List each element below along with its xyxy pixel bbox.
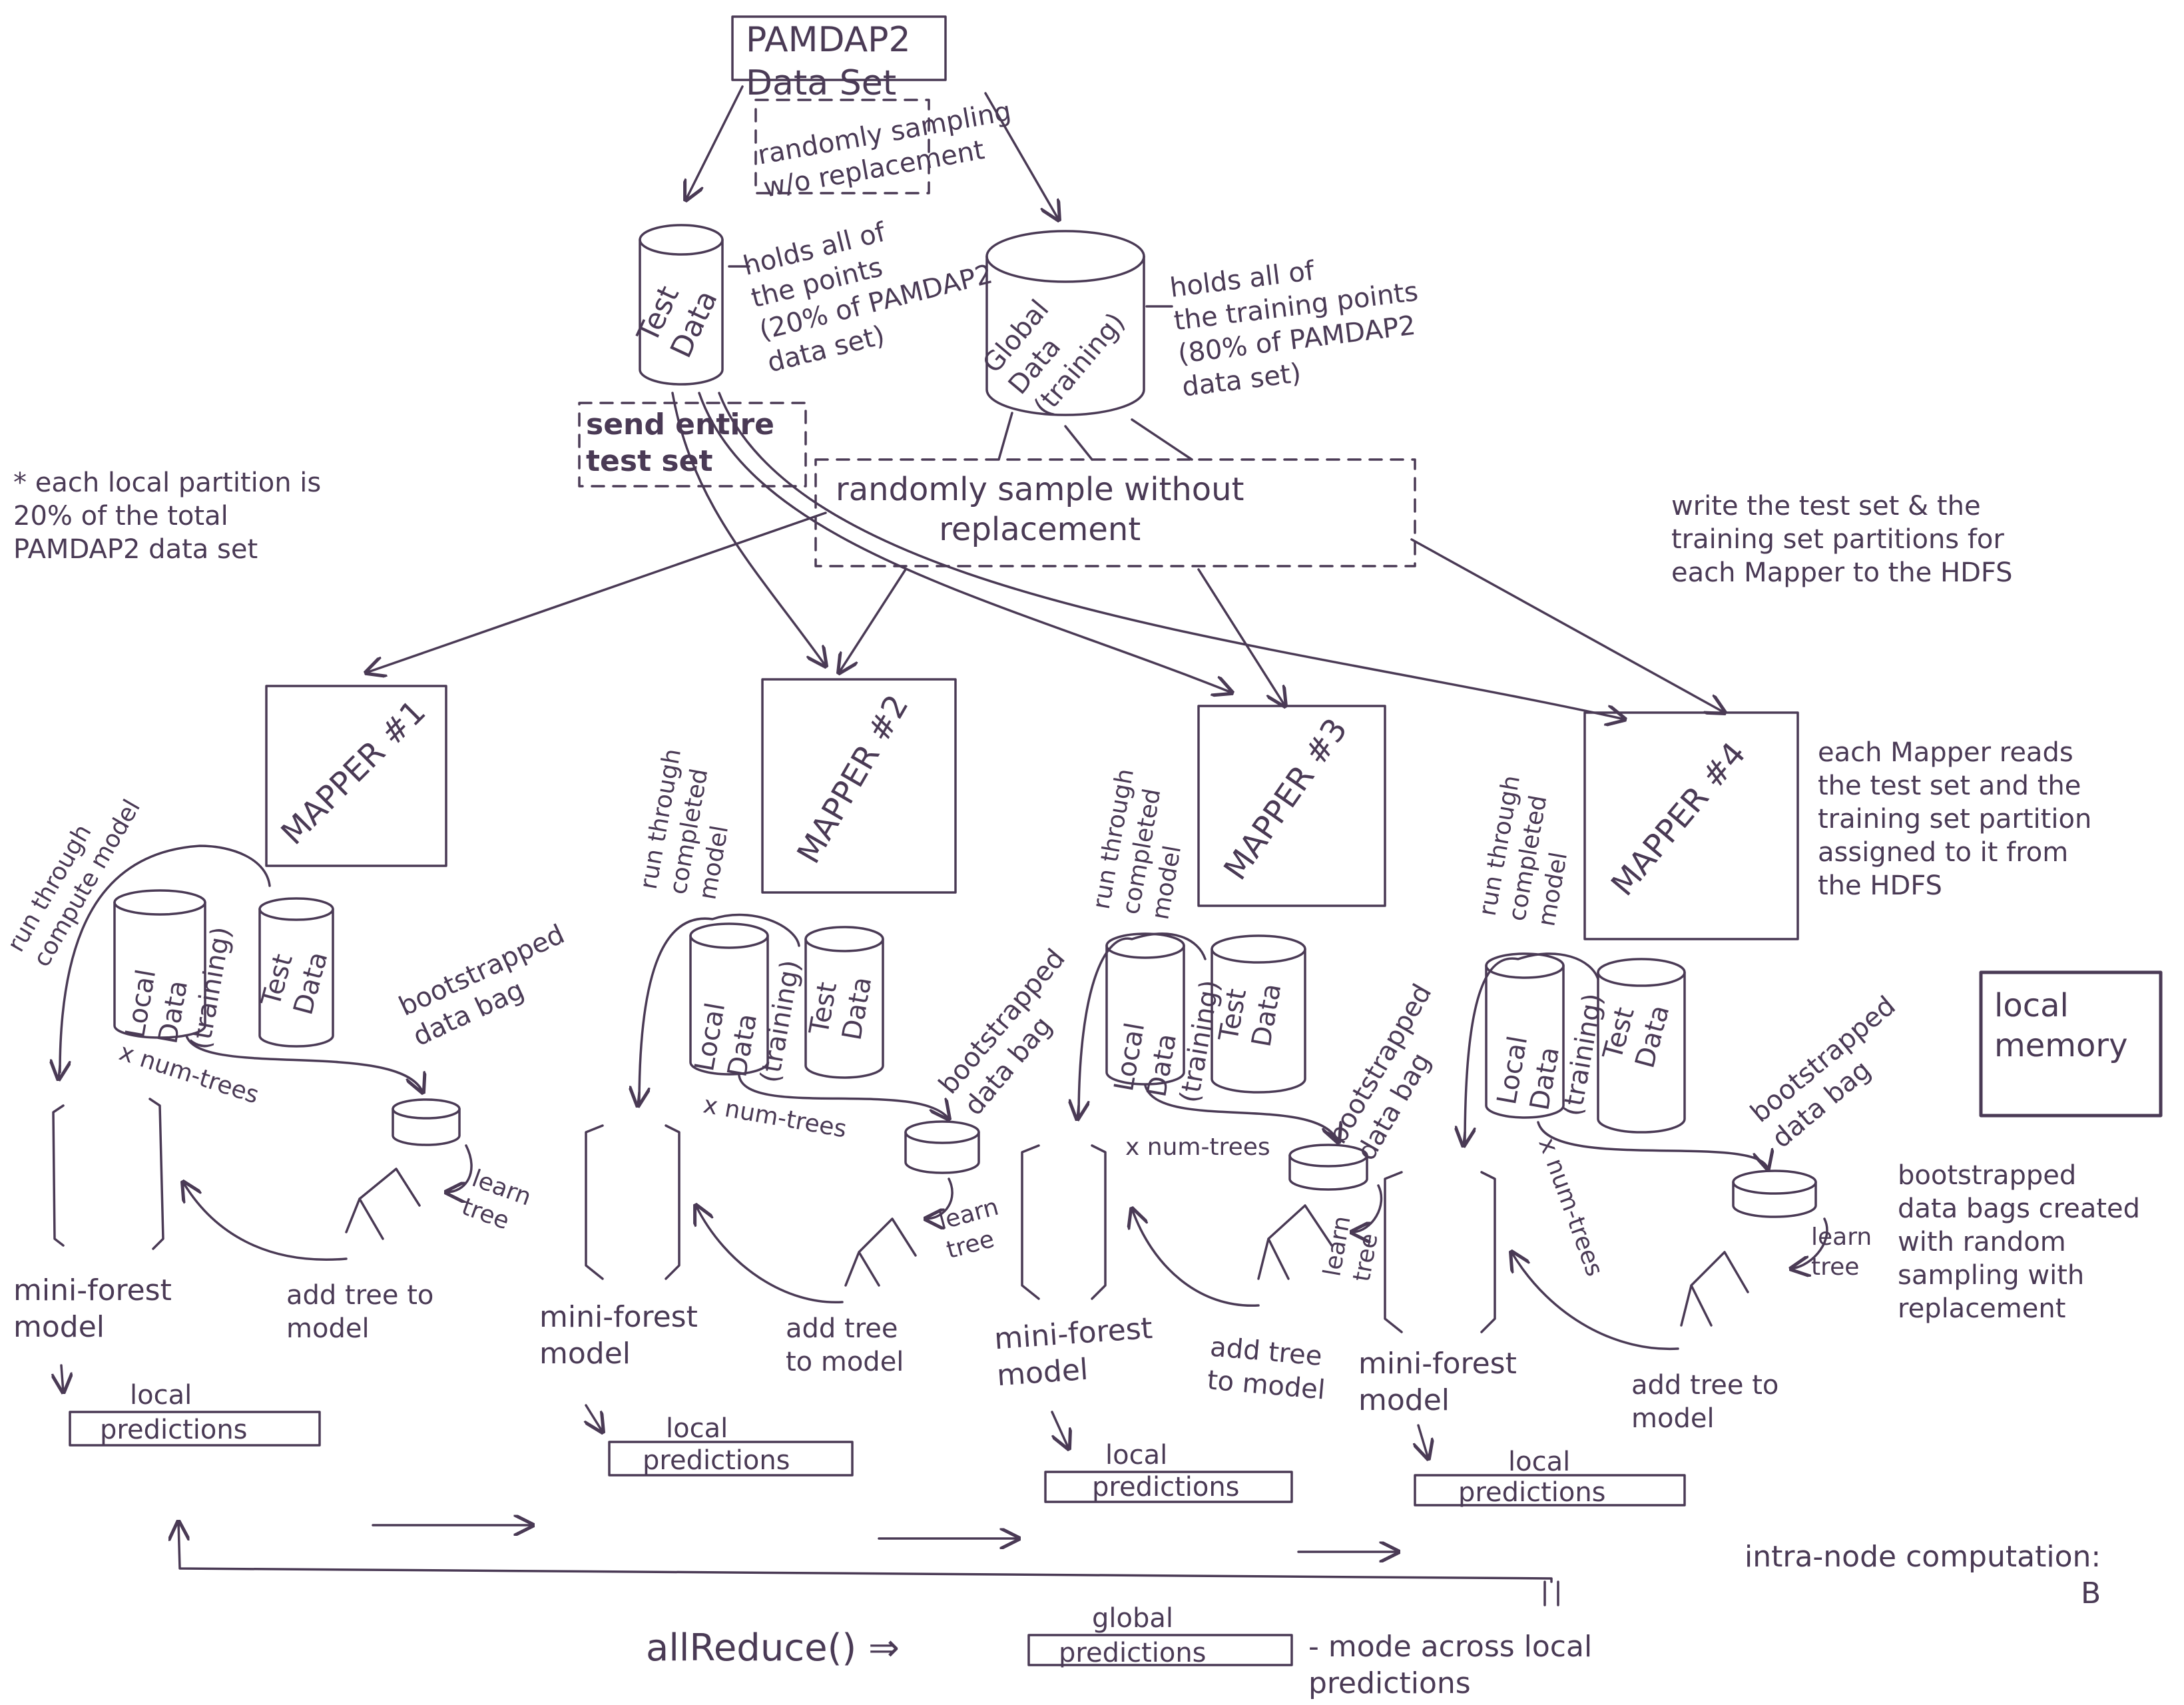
mapper-3-local-label: Local Data (training) xyxy=(1109,978,1227,1106)
mapper-4-preds-label: local xyxy=(1508,1447,1571,1477)
global-label: global xyxy=(1092,1603,1173,1634)
mapper-2-test-label: Test Data xyxy=(804,974,878,1043)
partition-note: * each local partition is 20% of the tot… xyxy=(13,468,322,565)
allreduce-loop xyxy=(178,1522,1553,1583)
mapper-4-local-cylinder xyxy=(1485,952,1565,1119)
mapper-4-preds-box: predictions xyxy=(1458,1477,1606,1508)
mapper-3-box xyxy=(1197,705,1386,907)
mapper-read-note: each Mapper reads the test set and the t… xyxy=(1818,737,2092,901)
mapper-2-add: add tree to model xyxy=(786,1313,904,1377)
mapper-1-test-cylinder xyxy=(258,897,334,1048)
mapper-2-local-cylinder xyxy=(689,922,769,1076)
mapper-4-test-cylinder xyxy=(1597,958,1686,1134)
allreduce-label: allReduce() ⇒ xyxy=(646,1626,900,1670)
mapper-1-box xyxy=(265,685,447,867)
mapper-3-add: add tree to model xyxy=(1206,1331,1326,1406)
mode-note: - mode across local predictions xyxy=(1308,1630,1593,1700)
local-memory-box xyxy=(1979,970,2163,1118)
mapper-1-bag xyxy=(392,1098,461,1146)
mapper-3-test-label: Test Data xyxy=(1213,981,1288,1050)
mapper-2-test-cylinder xyxy=(804,926,884,1079)
test-to-mapper4-arrow xyxy=(718,392,1625,719)
sample-to-mapper1-arrow xyxy=(366,512,827,673)
mapper-4-predictions-box xyxy=(1414,1474,1686,1507)
mapper-2-predictions-box xyxy=(608,1441,854,1477)
mapper-1-forest: mini-forest model xyxy=(13,1273,172,1344)
mapper-2-box xyxy=(761,678,957,894)
mapper-1-predictions-box xyxy=(69,1411,321,1447)
mapper-3-local-cylinder xyxy=(1105,932,1185,1086)
bag-legend-note: bootstrapped data bags created with rand… xyxy=(1898,1160,2141,1324)
mapper-4-bag xyxy=(1732,1170,1817,1218)
dataset-title: PAMDAP2 Data Set xyxy=(746,20,911,103)
split-note-box xyxy=(754,99,930,194)
mapper-3-learn: learn tree xyxy=(1318,1213,1384,1284)
arrow-to-global xyxy=(984,92,1059,220)
mapper-2-local-label: Local Data (training) xyxy=(689,958,807,1086)
global-data-cylinder xyxy=(985,230,1145,416)
mapper-4-learn: learn tree xyxy=(1811,1223,1872,1281)
mapper-4-forest: mini-forest model xyxy=(1358,1347,1517,1417)
test-to-mapper2-arrow xyxy=(671,392,826,666)
mapper-1-preds-label: local xyxy=(130,1380,192,1411)
mapper-3-forest: mini-forest model xyxy=(993,1311,1154,1393)
mapper-2-preds-label: local xyxy=(666,1413,728,1444)
intra-node-note: intra-node computation: B xyxy=(1745,1540,2101,1610)
sample-to-mapper4-arrow xyxy=(1410,538,1725,713)
mapper-2-bag xyxy=(904,1120,980,1174)
mapper-4-box xyxy=(1583,711,1799,940)
test-to-mapper3-arrow xyxy=(698,392,1232,693)
test-data-cylinder xyxy=(639,224,724,386)
mapper-3-num-trees: x num-trees xyxy=(1125,1134,1270,1161)
global-predictions-box xyxy=(1027,1634,1293,1666)
send-entire-box xyxy=(578,402,807,488)
global-preds-box: predictions xyxy=(1059,1638,1207,1668)
mapper-1-local-cylinder xyxy=(113,889,206,1039)
mapper-3-test-cylinder xyxy=(1211,934,1306,1094)
sample-to-mapper2-arrow xyxy=(839,568,907,673)
mapper-3-predictions-box xyxy=(1044,1471,1293,1503)
mapper-1-add: add tree to model xyxy=(286,1280,434,1344)
sample-to-mapper3-arrow xyxy=(1197,568,1285,706)
send-entire-label: send entire test set xyxy=(586,408,774,478)
dataset-box xyxy=(731,15,947,81)
mapper-3-preds-label: local xyxy=(1105,1440,1168,1471)
arrow-to-test xyxy=(686,85,744,200)
mapper-4-local-label: Local Data (training) xyxy=(1492,991,1609,1119)
mapper-1-local-label: Local Data (training) xyxy=(120,924,238,1052)
sample-box-label: randomly sample without replacement xyxy=(836,471,1244,548)
mapper-3-preds-box: predictions xyxy=(1092,1472,1240,1503)
mapper-2-preds-box: predictions xyxy=(643,1445,790,1476)
hdfs-write-note: write the test set & the training set pa… xyxy=(1671,491,2013,588)
mapper-1-preds-box: predictions xyxy=(100,1415,248,1445)
mapper-4-add: add tree to model xyxy=(1631,1370,1779,1434)
mapper-2-forest: mini-forest model xyxy=(539,1300,698,1371)
local-memory-label: local memory xyxy=(1994,987,2128,1064)
sample-box xyxy=(814,458,1416,567)
